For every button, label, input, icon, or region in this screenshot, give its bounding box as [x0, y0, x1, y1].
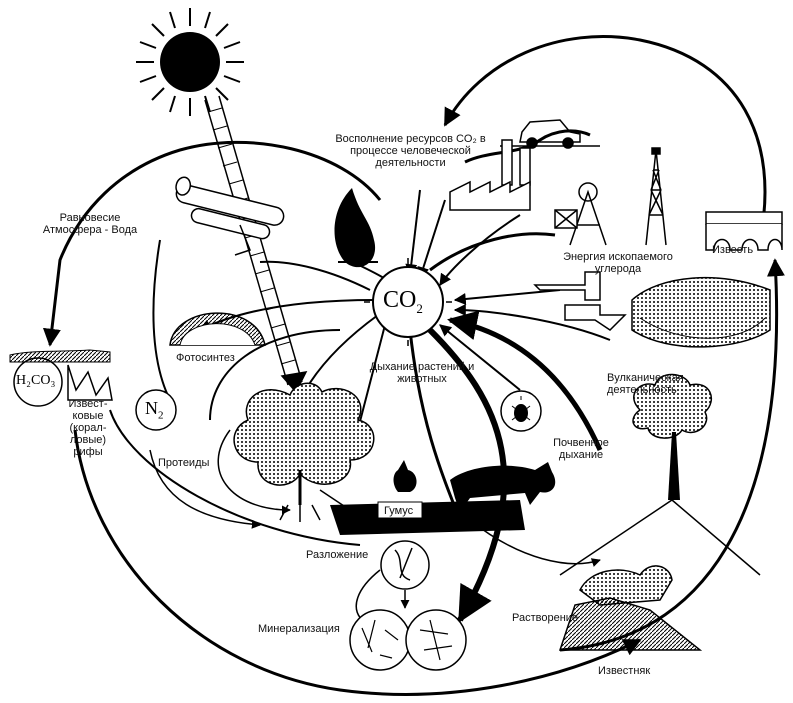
- animal-icon: [393, 460, 556, 512]
- limestone-mound: [558, 565, 703, 651]
- volcanic-label: Вулканическая деятельность: [607, 372, 684, 396]
- water-surface: [9, 349, 111, 363]
- co2-label: CO2: [383, 287, 423, 316]
- factory-icon: [449, 129, 591, 211]
- beetle-icon: [500, 390, 542, 432]
- fuel-pipe: [533, 271, 627, 331]
- respiration-label: Дыхание растений и животных: [369, 361, 475, 385]
- n2-label: N2: [145, 398, 164, 422]
- co2-rays: [364, 258, 452, 346]
- tree-icon: [233, 382, 375, 522]
- mineralization-label: Минерализация: [258, 623, 340, 635]
- co2-inflow-arrows: [347, 189, 611, 452]
- co2-node: [372, 266, 444, 338]
- bridge-icon: [705, 211, 783, 251]
- h2co3-label: H₂CO₃: [16, 373, 56, 388]
- n2-node: [135, 389, 177, 431]
- decomposition-label: Разложение: [306, 549, 369, 561]
- oil-derrick-icon: [645, 147, 667, 246]
- human-resources-label: Восполнение ресурсов CO₂ в процессе чело…: [335, 133, 486, 169]
- fossil-energy-label: Энергия ископаемого углерода: [563, 251, 673, 275]
- log-icon: [175, 176, 285, 256]
- fire-icon: [334, 188, 378, 268]
- sunlight-beam: [204, 95, 308, 394]
- reef: [67, 364, 113, 401]
- volcano-icon: [559, 373, 761, 576]
- mineralization-circles: [349, 609, 467, 671]
- sun-icon: [136, 8, 244, 116]
- humus-label: Гумус: [384, 505, 414, 517]
- mine-icon: [554, 182, 607, 246]
- limestone-reefs-label: Извест-ковые (корал-ловые) рифы: [68, 398, 108, 458]
- proteids-label: Протеиды: [158, 457, 210, 469]
- dissolution-label: Растворение: [512, 612, 579, 624]
- coal-heap-icon: [631, 276, 771, 348]
- lime-label: Известь: [712, 244, 754, 256]
- balance-label: Равновесие Атмосфера - Вода: [42, 212, 138, 236]
- limestone-label: Известняк: [598, 665, 651, 677]
- soil-layer: [330, 500, 525, 535]
- microbe-icon: [380, 540, 430, 590]
- cycle-arrows: [42, 35, 785, 696]
- photosynthesis-label: Фотосинтез: [176, 352, 235, 364]
- soil-respiration-label: Почвенное дыхание: [553, 437, 609, 461]
- photosynthesis-dome: [169, 312, 266, 346]
